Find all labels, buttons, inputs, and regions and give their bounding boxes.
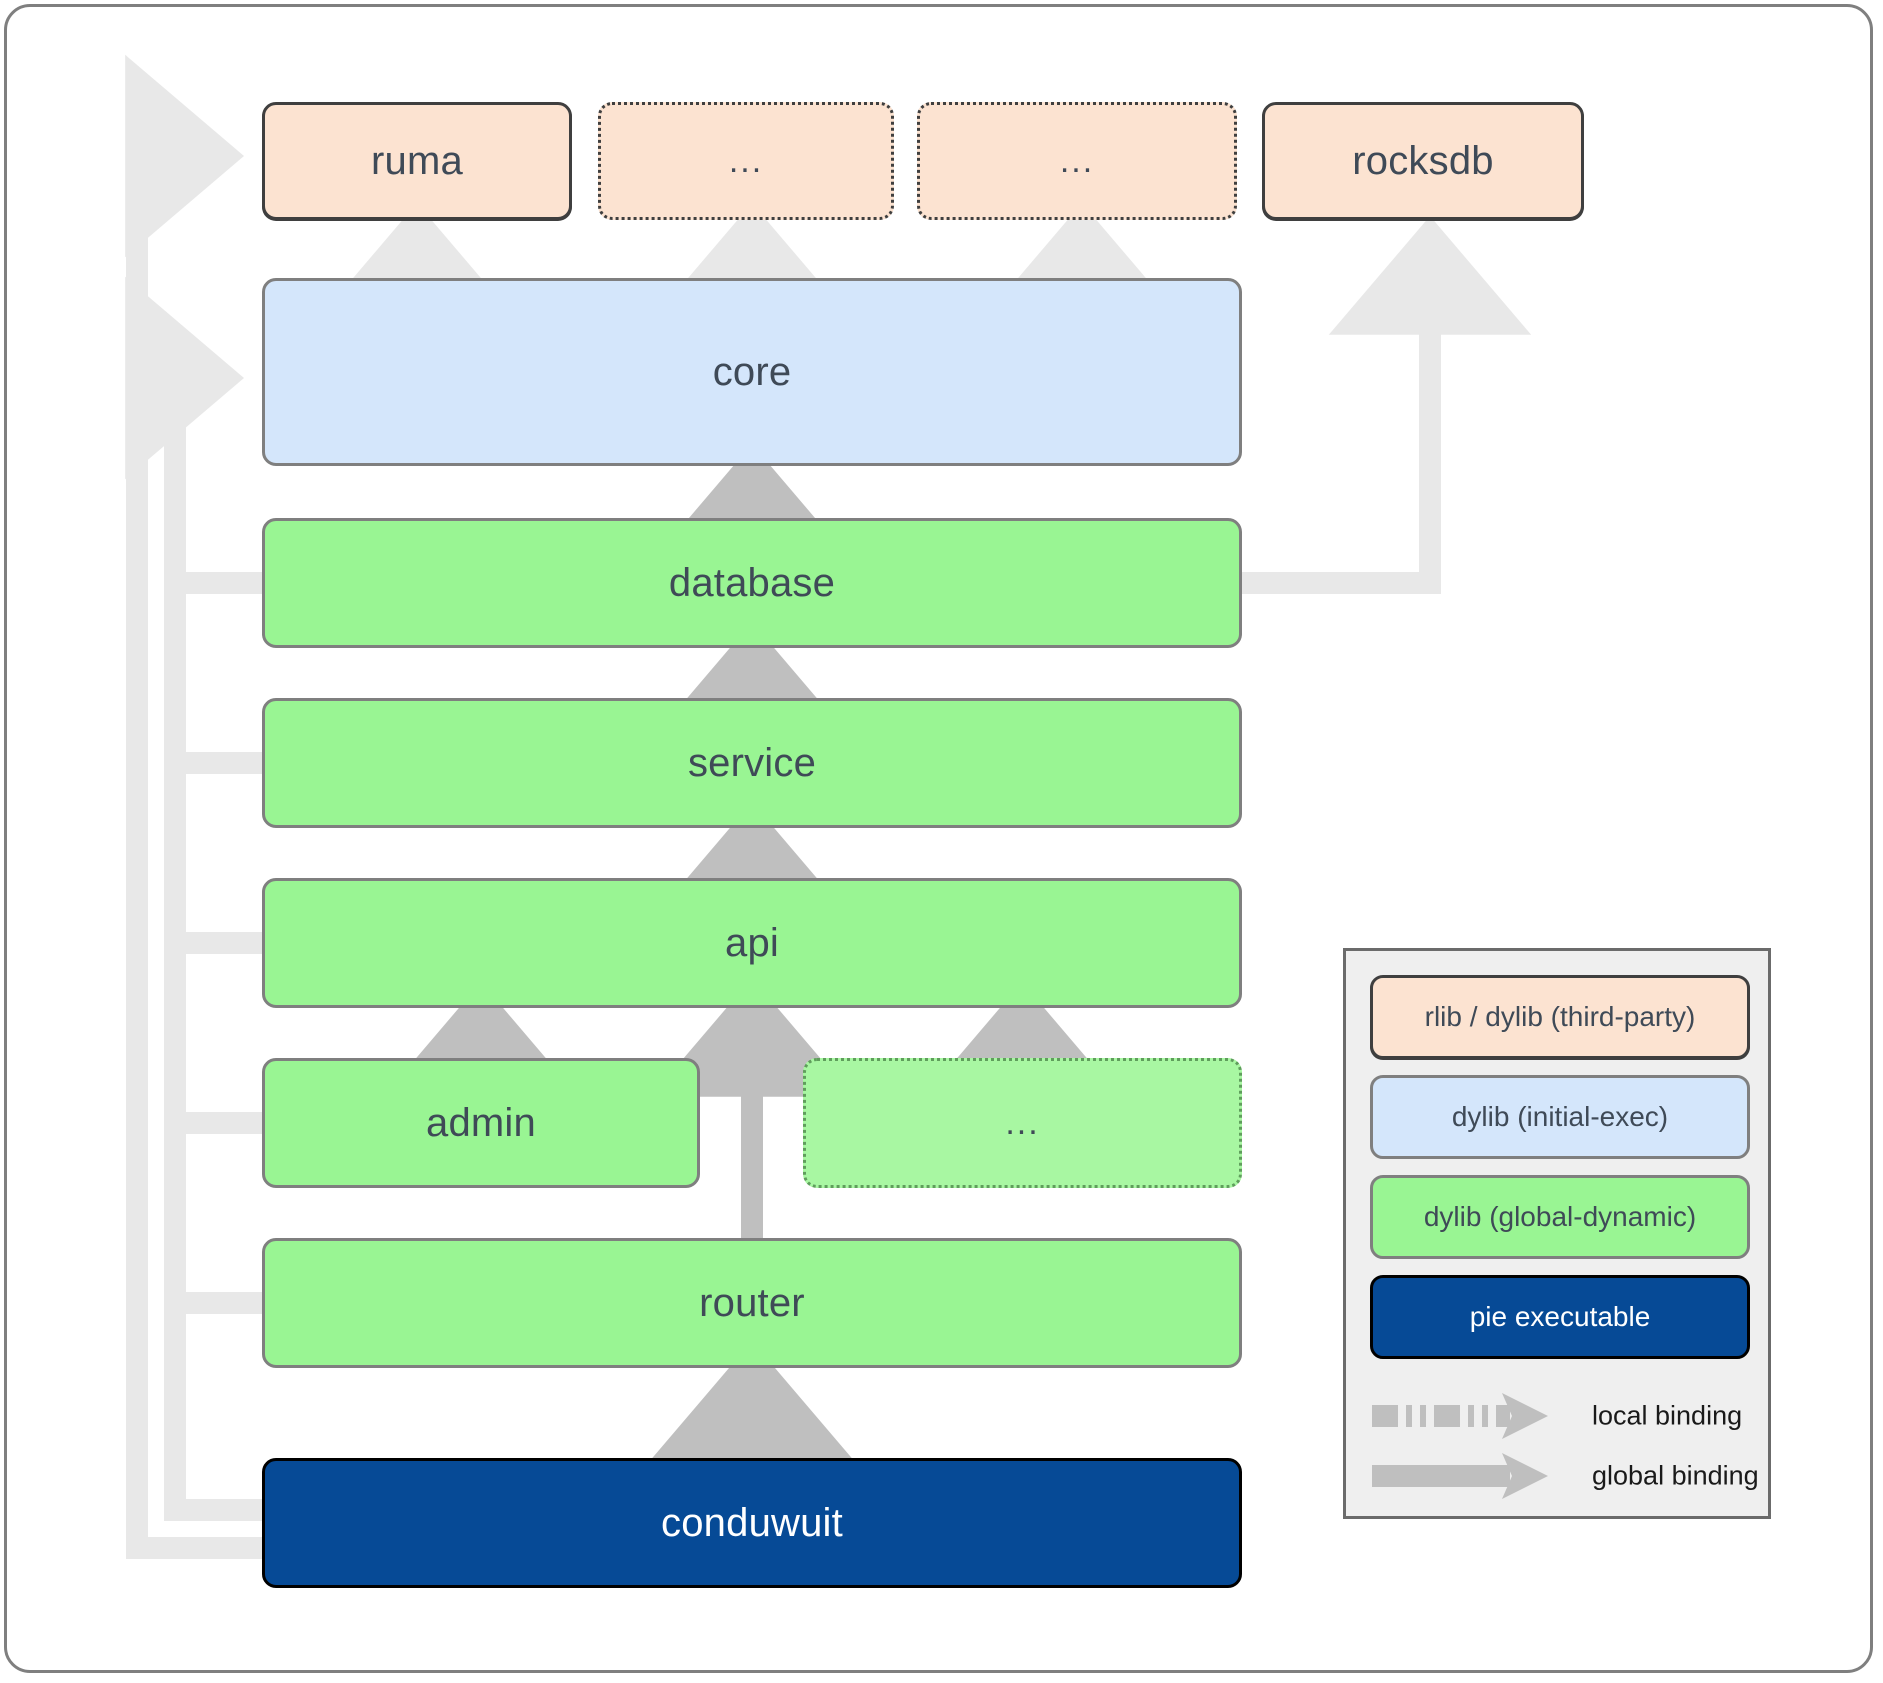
node-label-database: database (668, 560, 836, 605)
node-label-service: service (687, 740, 817, 785)
legend-label-local-binding: local binding (1592, 1400, 1743, 1431)
legend-label-global-binding: global binding (1592, 1460, 1759, 1491)
node-label-ruma: ruma (371, 138, 463, 183)
legend-item-third-party: rlib / dylib (third-party) (1370, 975, 1750, 1059)
node-label-conduwuit: conduwuit (661, 1500, 843, 1545)
node-dots-admin[interactable]: ... (803, 1058, 1242, 1188)
legend-item-global-dynamic: dylib (global-dynamic) (1370, 1175, 1750, 1259)
legend-label-third-party: rlib / dylib (third-party) (1424, 1001, 1696, 1032)
legend-label-initial-exec: dylib (initial-exec) (1451, 1101, 1669, 1132)
node-rocksdb[interactable]: rocksdb (1262, 102, 1584, 220)
node-database[interactable]: database (262, 518, 1242, 648)
node-label-core: core (712, 349, 792, 394)
global-binding-arrow-icon (1372, 1453, 1548, 1499)
node-label-admin: admin (426, 1100, 536, 1145)
node-dots-top-2[interactable]: ... (917, 102, 1237, 220)
legend-item-pie-executable: pie executable (1370, 1275, 1750, 1359)
node-label-api: api (725, 920, 779, 965)
node-label-dots-admin: ... (1005, 1103, 1040, 1142)
node-router[interactable]: router (262, 1238, 1242, 1368)
node-label-rocksdb: rocksdb (1352, 138, 1494, 183)
legend-binding-global: global binding (1370, 1447, 1759, 1505)
local-binding-arrow-icon (1372, 1393, 1548, 1439)
legend-label-pie-executable: pie executable (1469, 1301, 1651, 1332)
node-label-dots-top-1: ... (728, 141, 764, 180)
node-core[interactable]: core (262, 278, 1242, 466)
legend-panel: rlib / dylib (third-party) dylib (initia… (1343, 948, 1771, 1519)
node-admin[interactable]: admin (262, 1058, 700, 1188)
node-ruma[interactable]: ruma (262, 102, 572, 220)
node-dots-top-1[interactable]: ... (598, 102, 894, 220)
node-label-router: router (699, 1280, 805, 1325)
node-service[interactable]: service (262, 698, 1242, 828)
legend-binding-local: local binding (1370, 1387, 1754, 1445)
legend-label-global-dynamic: dylib (global-dynamic) (1423, 1201, 1697, 1232)
node-api[interactable]: api (262, 878, 1242, 1008)
legend-item-initial-exec: dylib (initial-exec) (1370, 1075, 1750, 1159)
node-conduwuit[interactable]: conduwuit (262, 1458, 1242, 1588)
node-label-dots-top-2: ... (1059, 141, 1095, 180)
